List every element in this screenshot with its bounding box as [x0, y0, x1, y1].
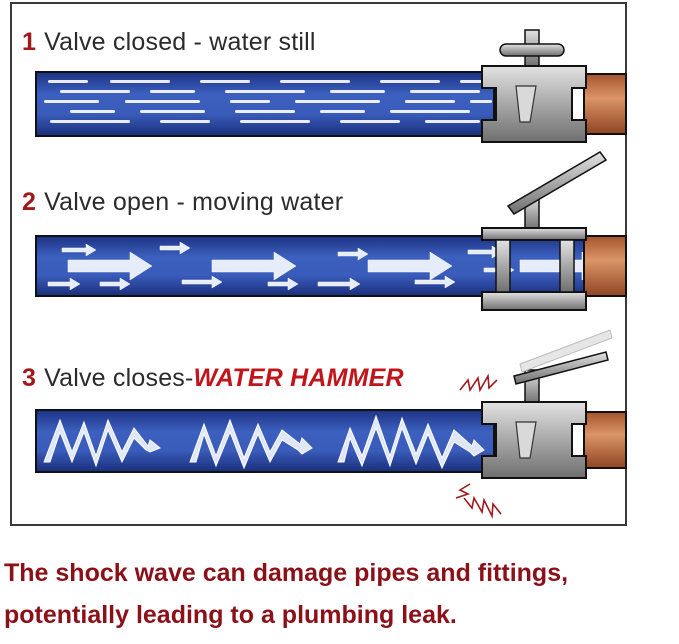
pipe-water-hammer [35, 373, 627, 519]
pipe-still-water [35, 71, 495, 137]
step-1-text: Valve closed - water still [44, 28, 316, 56]
valve-1-closed [481, 29, 627, 143]
step-3-number: 3 [22, 364, 37, 392]
step-1-number: 1 [22, 28, 37, 56]
still-water-streaks [44, 80, 492, 123]
caption-line-2: potentially leading to a plumbing leak. [4, 601, 457, 629]
water-hammer-alert: WATER HAMMER [193, 364, 404, 392]
pipe-moving-water [35, 235, 627, 297]
caption: The shock wave can damage pipes and fitt… [4, 552, 676, 636]
valve-2-open [481, 151, 627, 311]
step-2-text: Valve open - moving water [44, 188, 344, 216]
step-3-text: Valve closes- [44, 364, 194, 392]
shock-burst-icon [455, 373, 502, 519]
water-hammer-diagram [35, 29, 627, 519]
caption-line-1: The shock wave can damage pipes and fitt… [4, 559, 569, 587]
shock-wave-zigzags [43, 414, 485, 470]
valve-3-closing [481, 329, 613, 479]
step-2-number: 2 [22, 188, 37, 216]
